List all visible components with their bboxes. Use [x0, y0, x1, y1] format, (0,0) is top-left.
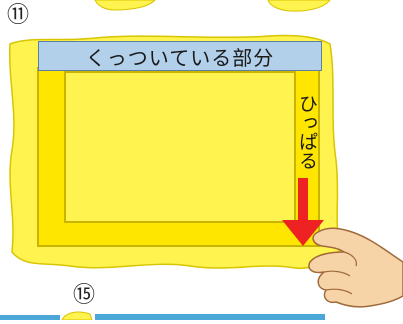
- top-yellow-shape-right: [267, 0, 331, 12]
- bottom-yellow-tab: [61, 311, 93, 321]
- bottom-band-left: [0, 315, 60, 320]
- pull-label: ひっぱる: [296, 94, 318, 170]
- inner-frame: [64, 71, 296, 223]
- step-number-bottom: ⑮: [73, 283, 96, 308]
- arrow-shaft: [298, 178, 308, 222]
- bottom-band-right: [95, 314, 325, 320]
- hand-icon: [308, 227, 403, 308]
- top-yellow-shape-left: [94, 0, 156, 11]
- step-number-top: ⑪: [7, 3, 30, 28]
- attached-part-label: くっついている部分: [38, 41, 322, 71]
- down-arrow-icon: [282, 220, 324, 246]
